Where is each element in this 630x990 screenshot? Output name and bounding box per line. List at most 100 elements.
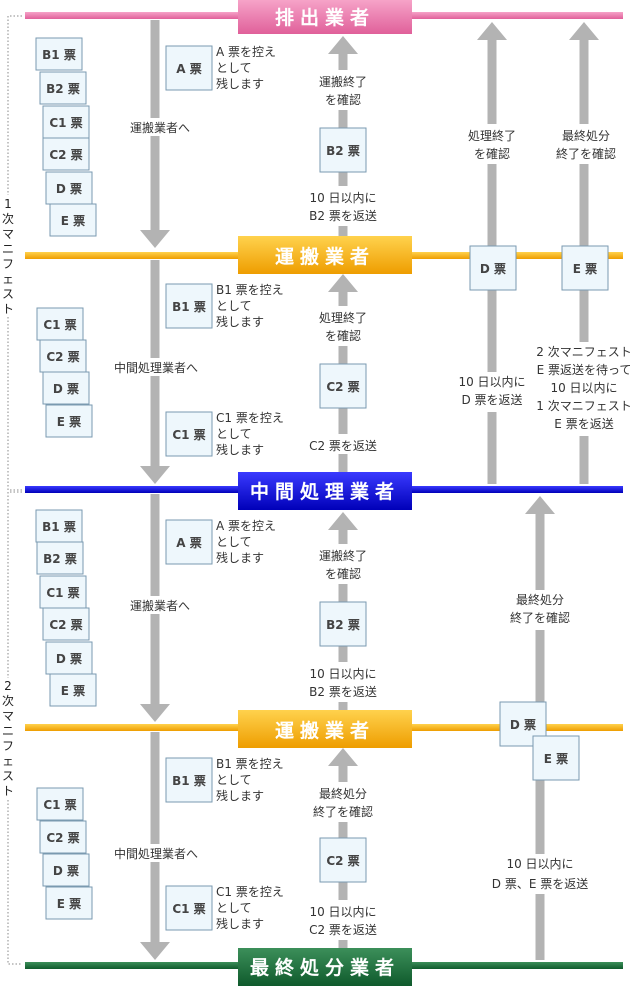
note-confirm-process-1: 処理終了 を確認 <box>306 306 380 346</box>
note-return-b2-1: 10 日以内に B2 票を返送 <box>296 186 390 226</box>
svg-text:D 票: D 票 <box>56 182 82 196</box>
svg-text:を確認: を確認 <box>474 146 510 161</box>
haishutsu-label-box <box>238 0 412 34</box>
svg-text:C1 票を控え: C1 票を控え <box>216 411 284 425</box>
ticket-c1: C1 票 <box>36 307 84 341</box>
svg-text:B1 票: B1 票 <box>42 48 76 62</box>
first-manifest-char: ェ <box>2 272 14 286</box>
svg-text:C2 票: C2 票 <box>46 350 79 364</box>
ticket-c1: C1 票 <box>42 105 90 139</box>
svg-text:を確認: を確認 <box>325 566 361 581</box>
first-manifest-char: 次 <box>2 212 14 226</box>
stage-haishutsu: 排出業者 <box>25 0 623 34</box>
svg-text:終了を確認: 終了を確認 <box>510 610 570 625</box>
svg-text:D 票: D 票 <box>510 718 536 732</box>
ticket-a-kept-1: A 票 <box>165 45 213 91</box>
svg-text:残します: 残します <box>216 551 264 565</box>
ticket-c1-kept-2: C1 票 <box>165 885 213 931</box>
svg-text:残します: 残します <box>216 789 264 803</box>
svg-text:C2 票を返送: C2 票を返送 <box>309 922 377 937</box>
svg-text:A 票を控え: A 票を控え <box>216 45 276 59</box>
svg-text:最終処分: 最終処分 <box>319 786 367 801</box>
svg-text:運搬終了: 運搬終了 <box>319 74 367 89</box>
ticket-stack-4: C1 票 C2 票 D 票 E 票 <box>36 787 93 920</box>
svg-text:A 票: A 票 <box>176 536 201 550</box>
note-to-chukan-2: 中間処理業者へ <box>114 846 198 861</box>
svg-text:B2 票: B2 票 <box>326 618 360 632</box>
svg-text:処理終了: 処理終了 <box>468 128 516 143</box>
svg-text:C1 票: C1 票 <box>46 586 79 600</box>
ticket-c1: C1 票 <box>39 575 87 609</box>
svg-text:2 次マニフェスト: 2 次マニフェスト <box>536 345 630 359</box>
ticket-b1: B1 票 <box>35 509 83 543</box>
svg-text:C1 票: C1 票 <box>172 428 205 442</box>
svg-text:C2 票を返送: C2 票を返送 <box>309 438 377 453</box>
svg-text:B1 票を控え: B1 票を控え <box>216 283 284 297</box>
ticket-c1: C1 票 <box>36 787 84 821</box>
svg-text:E 票: E 票 <box>544 752 568 766</box>
svg-text:B2 票: B2 票 <box>46 82 80 96</box>
note-to-unpan-2: 運搬業者へ <box>130 598 190 613</box>
ticket-c2: C2 票 <box>42 137 90 171</box>
first-manifest-char: ト <box>2 302 14 316</box>
ticket-b2: B2 票 <box>39 71 87 105</box>
second-manifest-char: ト <box>2 784 14 798</box>
second-manifest-char: フ <box>2 739 14 753</box>
svg-text:C1 票: C1 票 <box>49 116 82 130</box>
svg-text:を確認: を確認 <box>325 92 361 107</box>
svg-text:10 日以内に: 10 日以内に <box>309 191 376 205</box>
second-manifest-char: 2 <box>4 679 12 693</box>
ticket-c2: C2 票 <box>42 607 90 641</box>
first-manifest-char: マ <box>2 227 14 241</box>
unpan-label-box-2 <box>238 710 412 748</box>
saishu-label: 最終処分業者 <box>250 956 400 979</box>
svg-text:10 日以内に: 10 日以内に <box>309 905 376 919</box>
ticket-e-return-2: E 票 <box>532 735 580 781</box>
svg-text:D 票: D 票 <box>480 262 506 276</box>
ticket-c2: C2 票 <box>39 820 87 854</box>
svg-text:C1 票: C1 票 <box>43 318 76 332</box>
svg-text:として: として <box>216 61 252 75</box>
note-return-b2-2: 10 日以内に B2 票を返送 <box>296 662 390 702</box>
svg-text:D 票、E 票を返送: D 票、E 票を返送 <box>492 876 588 891</box>
second-manifest-char: ェ <box>2 754 14 768</box>
first-manifest-char: ニ <box>2 242 14 256</box>
ticket-b2-return-2: B2 票 <box>319 601 367 647</box>
svg-text:10 日以内に: 10 日以内に <box>506 857 573 871</box>
svg-text:E 票: E 票 <box>57 897 81 911</box>
ticket-b1: B1 票 <box>35 37 83 71</box>
unpan-label-2: 運搬業者 <box>275 719 375 742</box>
chukan-label-box <box>238 472 412 510</box>
ticket-d: D 票 <box>45 171 93 205</box>
ticket-b2: B2 票 <box>36 541 84 575</box>
ticket-d-return-1: D 票 <box>469 245 517 291</box>
note-to-unpan-1: 運搬業者へ <box>130 120 190 135</box>
svg-text:終了を確認: 終了を確認 <box>556 146 616 161</box>
svg-text:最終処分: 最終処分 <box>562 128 610 143</box>
ticket-b1-kept-1: B1 票 <box>165 283 213 329</box>
note-return-d: 10 日以内に D 票を返送 <box>448 372 538 412</box>
svg-text:B2 票: B2 票 <box>326 144 360 158</box>
second-manifest-char: ス <box>2 769 14 783</box>
chukan-label: 中間処理業者 <box>250 480 400 503</box>
svg-text:処理終了: 処理終了 <box>319 310 367 325</box>
svg-text:1 次マニフェスト: 1 次マニフェスト <box>536 399 630 413</box>
svg-text:残します: 残します <box>216 917 264 931</box>
ticket-c2-return-2: C2 票 <box>319 837 367 883</box>
second-manifest-char: マ <box>2 709 14 723</box>
note-confirm-final-3: 最終処分 終了を確認 <box>494 590 590 630</box>
ticket-stack-1: B1 票 B2 票 C1 票 C2 票 D 票 E 票 <box>35 37 97 237</box>
note-confirm-process-2: 処理終了 を確認 <box>456 124 530 164</box>
ticket-e: E 票 <box>49 203 97 237</box>
svg-text:C2 票: C2 票 <box>49 618 82 632</box>
svg-text:として: として <box>216 427 252 441</box>
svg-text:終了を確認: 終了を確認 <box>313 804 373 819</box>
second-manifest-char: ニ <box>2 724 14 738</box>
svg-text:B1 票を控え: B1 票を控え <box>216 757 284 771</box>
unpan-label-1: 運搬業者 <box>275 245 375 268</box>
svg-text:D 票: D 票 <box>56 652 82 666</box>
svg-text:として: として <box>216 773 252 787</box>
ticket-d: D 票 <box>42 853 90 887</box>
